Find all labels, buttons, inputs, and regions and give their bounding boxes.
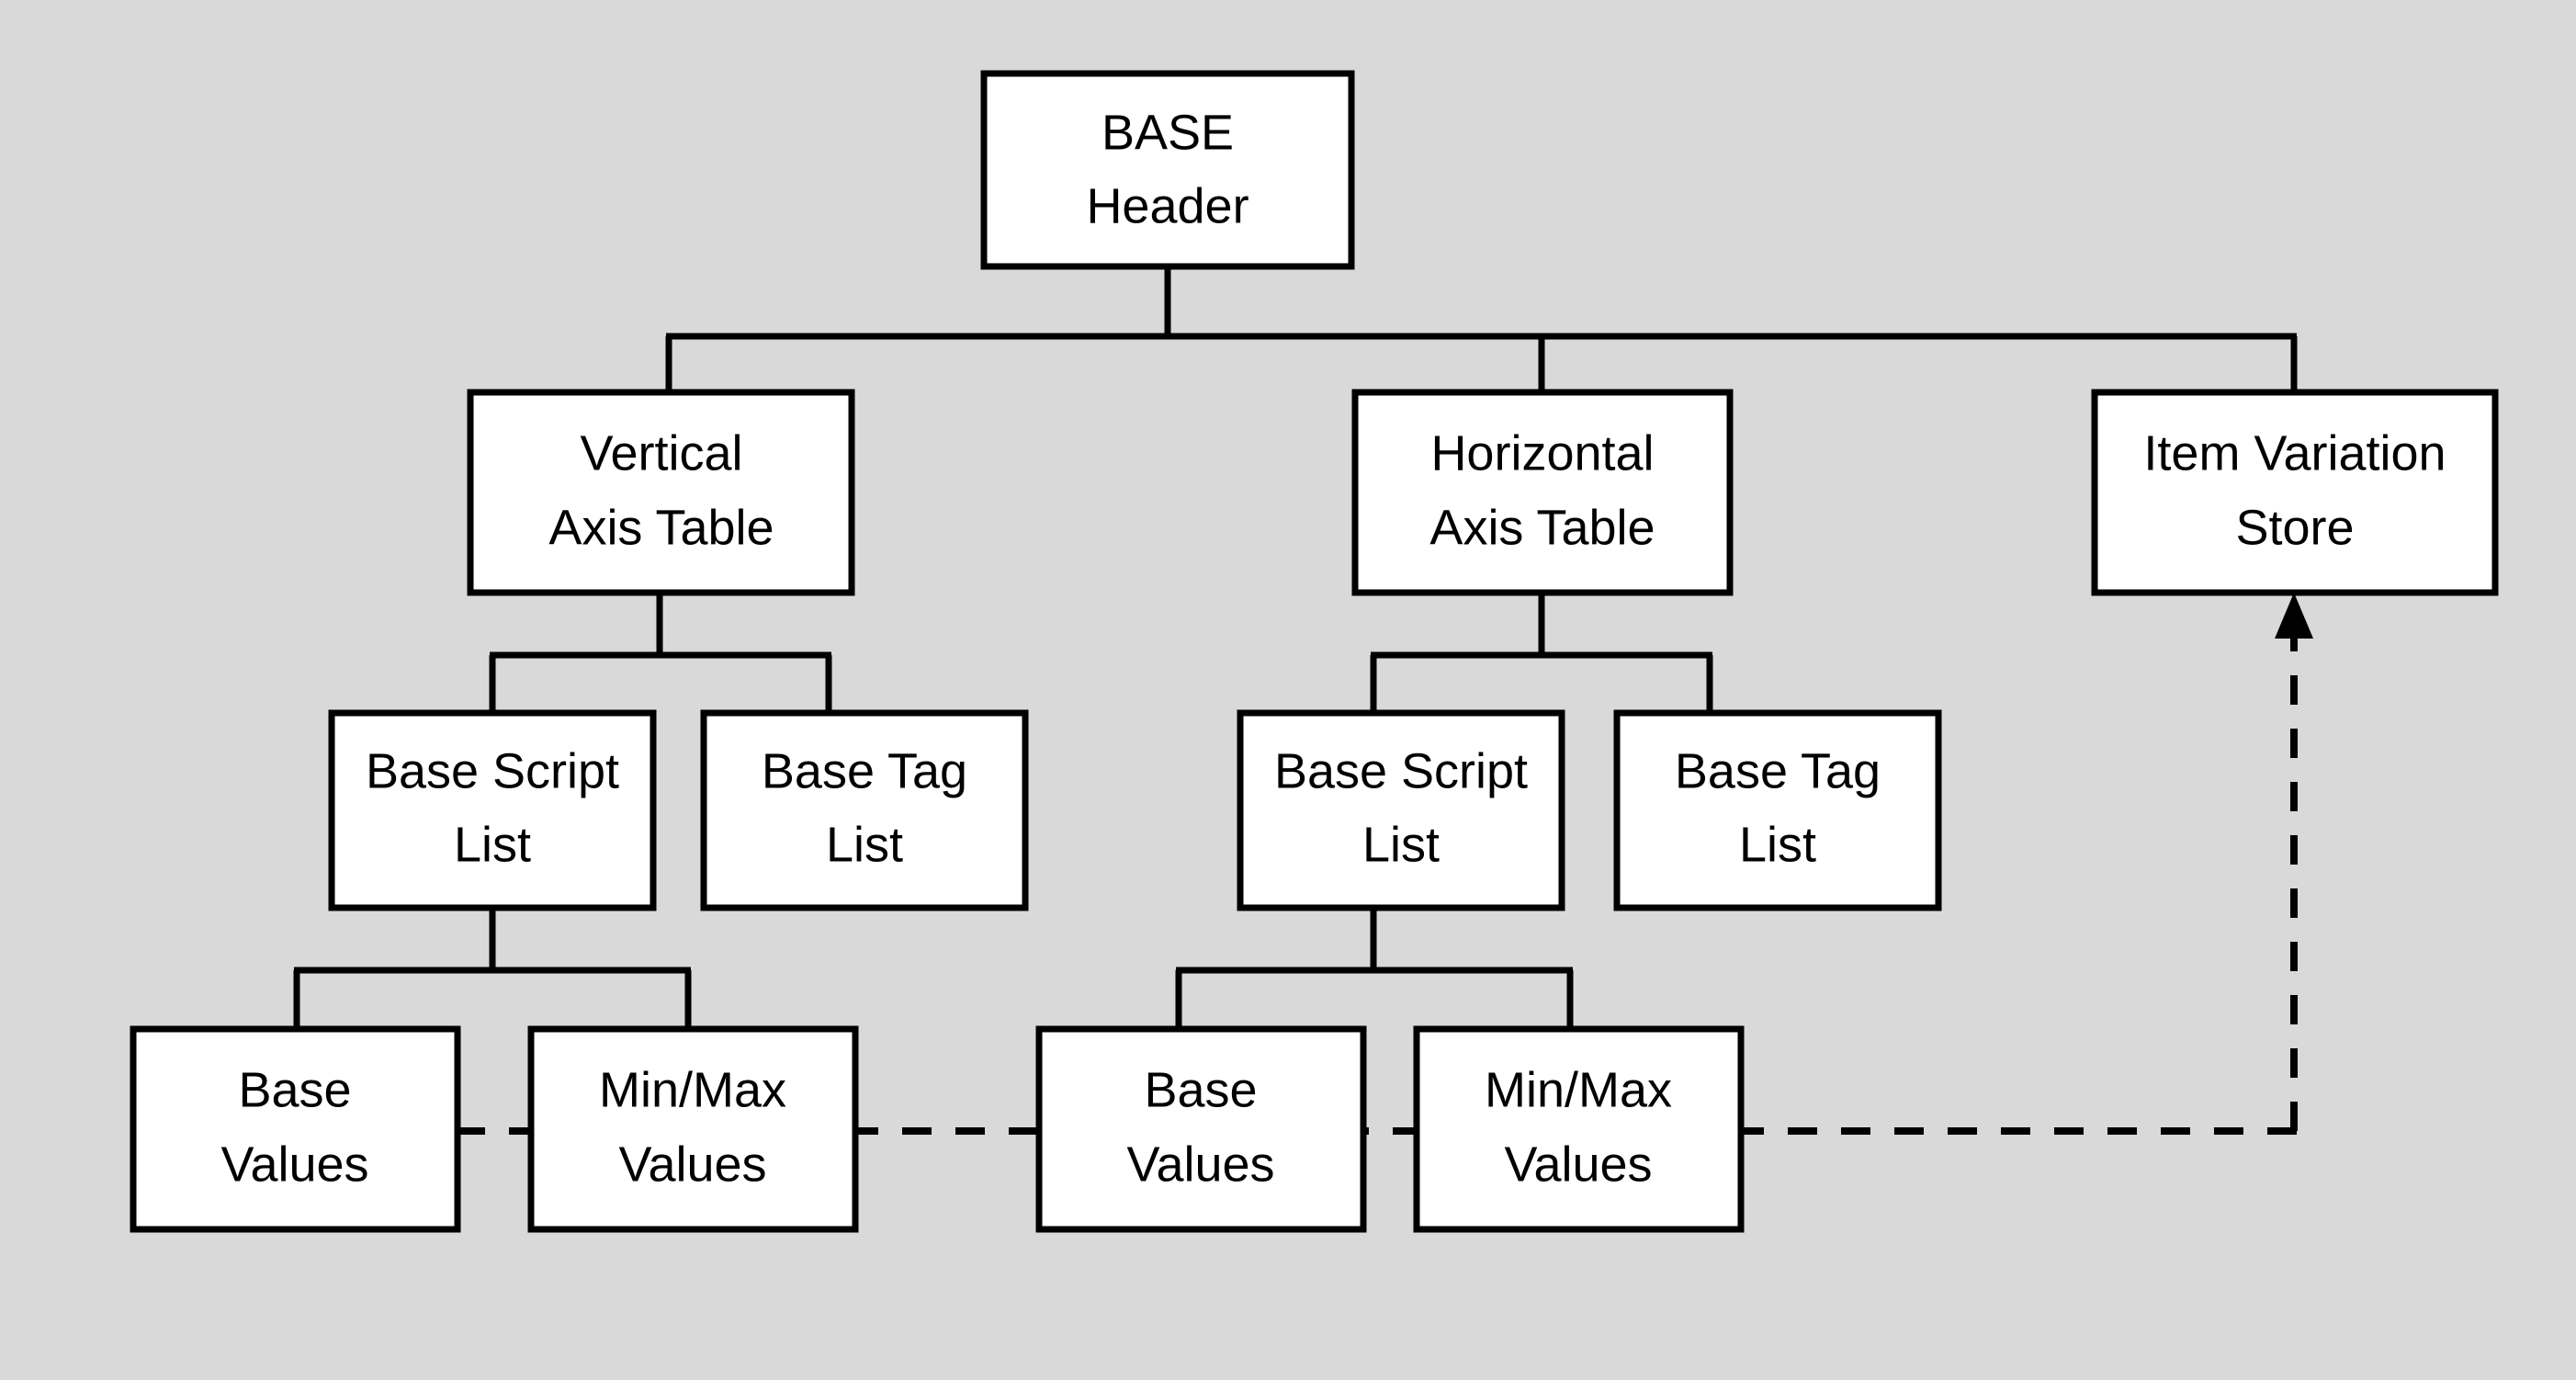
node-item-variation-store-line1: Item Variation: [2143, 425, 2446, 481]
node-h-base-values-line2: Values: [1126, 1137, 1274, 1192]
node-horizontal-axis-table-line2: Axis Table: [1429, 500, 1655, 555]
arrow-head-icon: [2275, 593, 2313, 639]
connector-group-v-script-children: [293, 908, 692, 1029]
node-v-base-values[interactable]: Base Values: [130, 1025, 461, 1233]
node-base-header-line2: Header: [1086, 178, 1248, 233]
node-vertical-axis-table-line1: Vertical: [580, 425, 742, 481]
connector-group-vertical-axis-children: [489, 593, 832, 713]
node-h-base-tag-list-line2: List: [1739, 817, 1816, 872]
node-h-minmax-values-box[interactable]: [1413, 1025, 1745, 1233]
node-horizontal-axis-table[interactable]: Horizontal Axis Table: [1351, 389, 1734, 596]
node-h-minmax-values-line2: Values: [1504, 1137, 1652, 1192]
node-v-base-tag-list-line2: List: [826, 817, 903, 872]
node-vertical-axis-table[interactable]: Vertical Axis Table: [467, 389, 855, 596]
node-v-base-script-list-line2: List: [454, 817, 531, 872]
connector-group-horizontal-axis-children: [1370, 593, 1713, 713]
node-v-base-script-list[interactable]: Base Script List: [328, 709, 657, 911]
node-h-base-values-line1: Base: [1144, 1062, 1257, 1117]
node-h-base-tag-list-box[interactable]: [1613, 709, 1942, 911]
node-h-minmax-values-line1: Min/Max: [1485, 1062, 1672, 1117]
node-horizontal-axis-table-line1: Horizontal: [1430, 425, 1654, 481]
node-h-base-tag-list-line1: Base Tag: [1675, 743, 1881, 798]
node-v-base-values-box[interactable]: [130, 1025, 461, 1233]
node-h-base-script-list-box[interactable]: [1237, 709, 1565, 911]
node-v-base-values-line2: Values: [220, 1137, 368, 1192]
node-h-base-script-list[interactable]: Base Script List: [1237, 709, 1565, 911]
node-vertical-axis-table-line2: Axis Table: [548, 500, 774, 555]
node-item-variation-store-line2: Store: [2235, 500, 2354, 555]
node-v-base-script-list-line1: Base Script: [366, 743, 619, 798]
node-vertical-axis-table-box[interactable]: [467, 389, 855, 596]
node-v-base-tag-list-line1: Base Tag: [762, 743, 967, 798]
connector-group-h-script-children: [1175, 908, 1574, 1029]
node-item-variation-store-box[interactable]: [2091, 389, 2499, 596]
node-base-header[interactable]: BASE Header: [980, 70, 1355, 270]
node-h-base-tag-list[interactable]: Base Tag List: [1613, 709, 1942, 911]
node-base-header-box[interactable]: [980, 70, 1355, 270]
node-horizontal-axis-table-box[interactable]: [1351, 389, 1734, 596]
node-v-minmax-values-line1: Min/Max: [599, 1062, 786, 1117]
node-v-base-script-list-box[interactable]: [328, 709, 657, 911]
node-h-minmax-values[interactable]: Min/Max Values: [1413, 1025, 1745, 1233]
node-v-minmax-values-box[interactable]: [527, 1025, 859, 1233]
node-h-base-script-list-line1: Base Script: [1274, 743, 1528, 798]
node-item-variation-store[interactable]: Item Variation Store: [2091, 389, 2499, 596]
node-v-base-tag-list-box[interactable]: [700, 709, 1029, 911]
node-v-base-tag-list[interactable]: Base Tag List: [700, 709, 1029, 911]
node-h-base-values-box[interactable]: [1035, 1025, 1367, 1233]
connector-group-root: [665, 266, 2298, 395]
node-v-minmax-values-line2: Values: [618, 1137, 766, 1192]
node-base-header-line1: BASE: [1102, 105, 1234, 160]
node-v-base-values-line1: Base: [238, 1062, 351, 1117]
node-h-base-values[interactable]: Base Values: [1035, 1025, 1367, 1233]
node-v-minmax-values[interactable]: Min/Max Values: [527, 1025, 859, 1233]
node-h-base-script-list-line2: List: [1362, 817, 1440, 872]
